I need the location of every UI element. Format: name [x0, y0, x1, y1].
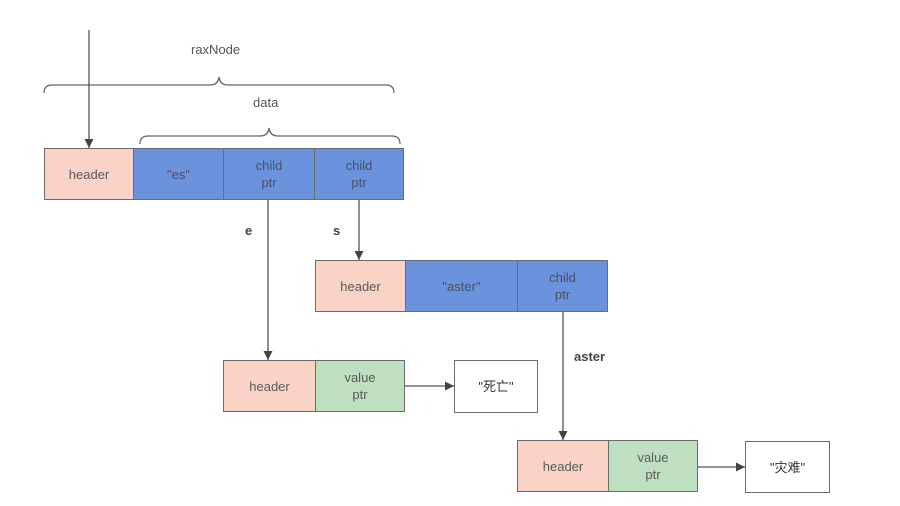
root-key-cell: "es" — [133, 148, 224, 200]
root-child-ptr-e: child ptr — [223, 148, 315, 200]
data-brace — [139, 127, 401, 145]
leaf-aster-value-box: "灾难" — [745, 441, 830, 493]
raxnode-label: raxNode — [191, 42, 241, 57]
edge-label-aster: aster — [574, 349, 606, 364]
root-header-cell: header — [44, 148, 134, 200]
data-label: data — [253, 95, 279, 110]
leaf-aster-value-ptr: value ptr — [608, 440, 698, 492]
aster-key-cell: "aster" — [405, 260, 518, 312]
leaf-e-value-box: "死亡" — [454, 360, 538, 413]
edge-label-e: e — [245, 223, 253, 238]
leaf-e-header-cell: header — [223, 360, 316, 412]
edge-label-s: s — [333, 223, 341, 238]
aster-header-cell: header — [315, 260, 406, 312]
leaf-aster-header-cell: header — [517, 440, 609, 492]
aster-child-ptr: child ptr — [517, 260, 608, 312]
leaf-e-value-ptr: value ptr — [315, 360, 405, 412]
raxnode-brace — [43, 76, 395, 94]
root-child-ptr-s: child ptr — [314, 148, 404, 200]
